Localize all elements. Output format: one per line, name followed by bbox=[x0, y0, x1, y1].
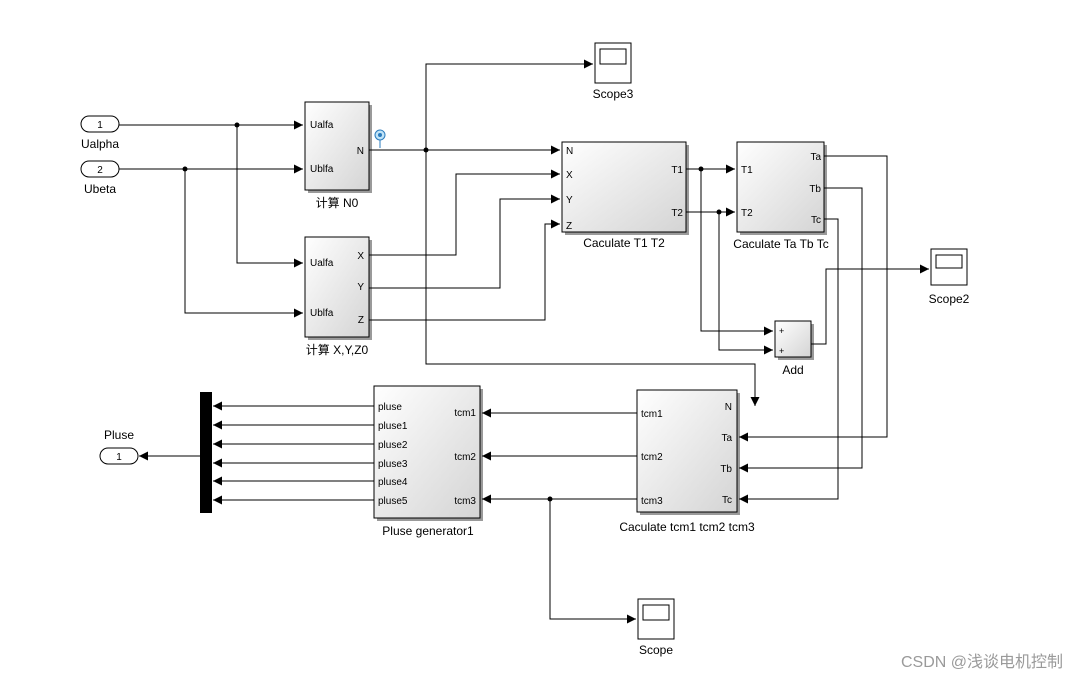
port-label: pluse2 bbox=[378, 440, 408, 451]
block-label: Caculate T1 T2 bbox=[583, 236, 665, 250]
port-label: pluse5 bbox=[378, 496, 408, 507]
block-calc-n0[interactable]: Ualfa Ublfa N 计算 N0 bbox=[304, 101, 372, 210]
port-label: Y bbox=[566, 195, 573, 206]
scope3[interactable]: Scope3 bbox=[593, 42, 634, 101]
block-label: Caculate Ta Tb Tc bbox=[733, 237, 828, 251]
scope-label: Scope3 bbox=[593, 87, 634, 101]
port-label: T1 bbox=[741, 165, 753, 176]
port-label: T2 bbox=[741, 208, 753, 219]
port-label: X bbox=[566, 170, 573, 181]
port-label: Y bbox=[357, 282, 364, 293]
port-label: Tb bbox=[809, 184, 821, 195]
outport-pluse[interactable]: 1 Pluse bbox=[99, 428, 139, 465]
outport-number: 1 bbox=[116, 452, 122, 463]
block-label: Caculate tcm1 tcm2 tcm3 bbox=[619, 520, 755, 534]
block-add[interactable]: + + Add bbox=[774, 320, 814, 377]
sign-label: + bbox=[779, 326, 784, 336]
port-label: pluse3 bbox=[378, 459, 408, 470]
inport-label: Ubeta bbox=[84, 182, 116, 196]
block-label: 计算 X,Y,Z0 bbox=[306, 342, 369, 357]
port-label: pluse4 bbox=[378, 477, 408, 488]
port-label: Ublfa bbox=[310, 164, 334, 175]
block-calc-tatbtc[interactable]: T1 T2 Ta Tb Tc Caculate Ta Tb Tc bbox=[733, 141, 829, 251]
inport-number: 2 bbox=[97, 165, 103, 176]
inport-label: Ualpha bbox=[81, 137, 119, 151]
scope-label: Scope2 bbox=[929, 292, 970, 306]
block-calc-t1t2[interactable]: N X Y Z T1 T2 Caculate T1 T2 bbox=[561, 141, 689, 250]
port-label: Tb bbox=[720, 464, 732, 475]
port-label: T1 bbox=[671, 165, 683, 176]
port-label: X bbox=[357, 251, 364, 262]
block-label: Pluse generator1 bbox=[382, 524, 474, 538]
signal-probe-icon[interactable] bbox=[374, 129, 386, 148]
port-label: tcm2 bbox=[454, 452, 476, 463]
block-label: 计算 N0 bbox=[316, 195, 359, 210]
port-label: N bbox=[566, 146, 573, 157]
branch-points bbox=[182, 122, 722, 502]
port-label: Tc bbox=[811, 215, 821, 226]
port-label: Z bbox=[566, 221, 572, 232]
sign-label: + bbox=[779, 346, 784, 356]
block-calc-xyz[interactable]: Ualfa Ublfa X Y Z 计算 X,Y,Z0 bbox=[304, 236, 372, 357]
scope-label: Scope bbox=[639, 643, 673, 657]
outport-label: Pluse bbox=[104, 428, 134, 442]
inport-ualpha[interactable]: 1 Ualpha bbox=[80, 115, 120, 151]
port-label: pluse bbox=[378, 402, 402, 413]
port-label: tcm3 bbox=[641, 496, 663, 507]
inport-ubeta[interactable]: 2 Ubeta bbox=[80, 160, 120, 196]
watermark: CSDN @浅谈电机控制 bbox=[901, 653, 1063, 671]
port-label: T2 bbox=[671, 208, 683, 219]
port-label: tcm3 bbox=[454, 496, 476, 507]
block-pulse-generator[interactable]: pluse pluse1 pluse2 pluse3 pluse4 pluse5… bbox=[373, 385, 483, 538]
port-label: tcm2 bbox=[641, 452, 663, 463]
port-label: Ualfa bbox=[310, 120, 334, 131]
scope[interactable]: Scope bbox=[637, 598, 675, 657]
signal-lines bbox=[119, 59, 929, 624]
port-label: tcm1 bbox=[641, 409, 663, 420]
scope2[interactable]: Scope2 bbox=[929, 248, 970, 306]
port-label: N bbox=[725, 402, 732, 413]
port-label: N bbox=[357, 146, 364, 157]
port-label: Tc bbox=[722, 495, 732, 506]
port-label: Z bbox=[358, 315, 364, 326]
port-label: Ublfa bbox=[310, 308, 334, 319]
block-calc-tcm[interactable]: tcm1 tcm2 tcm3 N Ta Tb Tc Caculate tcm1 … bbox=[619, 389, 755, 534]
mux-block[interactable] bbox=[200, 392, 212, 513]
port-label: tcm1 bbox=[454, 408, 476, 419]
block-label: Add bbox=[782, 363, 803, 377]
port-label: pluse1 bbox=[378, 421, 408, 432]
port-label: Ta bbox=[721, 433, 732, 444]
port-label: Ta bbox=[810, 152, 821, 163]
inport-number: 1 bbox=[97, 120, 103, 131]
port-label: Ualfa bbox=[310, 258, 334, 269]
